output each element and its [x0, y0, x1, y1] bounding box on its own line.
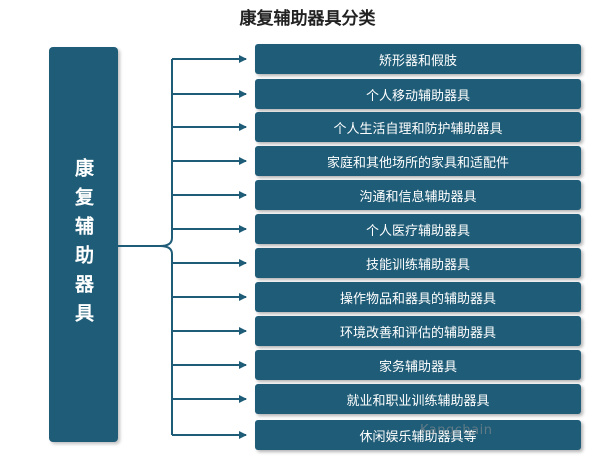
category-box: 休闲娱乐辅助器具等: [255, 420, 581, 450]
root-node: 康复辅助器具: [49, 47, 118, 442]
root-label: 康复辅助器具: [72, 157, 94, 332]
category-box: 个人生活自理和防护辅助器具: [255, 112, 581, 142]
watermark-text: Kangchain: [420, 423, 493, 438]
category-box: 个人移动辅助器具: [255, 79, 581, 109]
category-box: 矫形器和假肢: [255, 44, 581, 74]
category-box: 个人医疗辅助器具: [255, 214, 581, 244]
category-box: 家务辅助器具: [255, 350, 581, 380]
category-box: 沟通和信息辅助器具: [255, 180, 581, 210]
bracket-trunk: [118, 59, 173, 435]
category-box: 就业和职业训练辅助器具: [255, 384, 581, 414]
diagram-title: 康复辅助器具分类: [239, 9, 376, 29]
category-box: 家庭和其他场所的家具和适配件: [255, 146, 581, 176]
category-box: 技能训练辅助器具: [255, 248, 581, 278]
category-box: 环境改善和评估的辅助器具: [255, 316, 581, 346]
category-box: 操作物品和器具的辅助器具: [255, 282, 581, 312]
